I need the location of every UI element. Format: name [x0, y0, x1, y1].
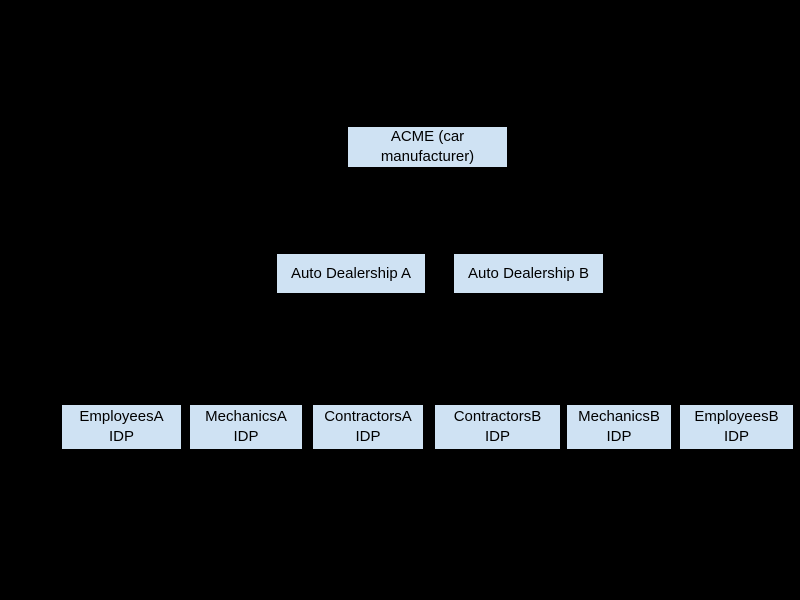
node-mechanics-b-idp-label: MechanicsB IDP [578, 408, 660, 445]
node-contractors-a-idp-label: ContractorsA IDP [324, 408, 412, 445]
node-contractors-b-idp: ContractorsB IDP [435, 405, 560, 449]
node-auto-dealership-a: Auto Dealership A [277, 254, 425, 293]
node-auto-dealership-b-label: Auto Dealership B [468, 264, 589, 282]
node-employees-a-idp-label: EmployeesA IDP [79, 408, 164, 445]
node-employees-b-idp-label: EmployeesB IDP [694, 408, 779, 445]
node-contractors-b-idp-label: ContractorsB IDP [453, 408, 542, 445]
node-auto-dealership-b: Auto Dealership B [454, 254, 603, 293]
node-contractors-a-idp: ContractorsA IDP [313, 405, 423, 449]
node-employees-a-idp: EmployeesA IDP [62, 405, 181, 449]
node-acme: ACME (car manufacturer) [348, 127, 507, 167]
node-acme-label: ACME (car manufacturer) [380, 128, 475, 165]
node-auto-dealership-a-label: Auto Dealership A [290, 264, 412, 282]
node-mechanics-b-idp: MechanicsB IDP [567, 405, 671, 449]
node-mechanics-a-idp: MechanicsA IDP [190, 405, 302, 449]
node-mechanics-a-idp-label: MechanicsA IDP [205, 408, 287, 445]
node-employees-b-idp: EmployeesB IDP [680, 405, 793, 449]
